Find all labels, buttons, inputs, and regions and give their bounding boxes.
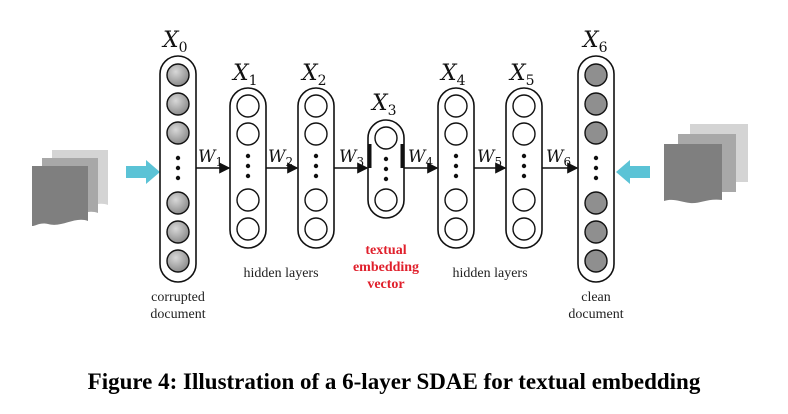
layer-x3 (367, 119, 405, 219)
label-x3: X3 (370, 91, 397, 119)
layer-x1 (229, 87, 267, 249)
label-w4: W4 (408, 147, 433, 169)
corrupted-label-line2: document (150, 307, 205, 322)
embedding-label-line3: vector (367, 277, 404, 292)
label-x2: X2 (300, 61, 327, 89)
layer-x2 (297, 87, 335, 249)
label-w5: W5 (477, 147, 502, 169)
layer-x4 (437, 87, 475, 249)
label-w3: W3 (339, 147, 364, 169)
label-x1: X1 (231, 61, 258, 89)
corrupted-document-icon (32, 150, 108, 226)
clean-label-line1: clean (581, 290, 611, 305)
figure-caption: Figure 4: Illustration of a 6-layer SDAE… (88, 369, 701, 394)
label-w2: W2 (268, 147, 293, 169)
layer-x5 (505, 87, 543, 249)
label-w1: W1 (198, 147, 223, 169)
embedding-label-line1: textual (365, 243, 406, 258)
label-x0: X0 (161, 28, 188, 56)
input-arrow-icon (126, 160, 160, 184)
clean-document-icon (664, 124, 748, 204)
hidden-layers-left-label: hidden layers (243, 266, 318, 281)
embedding-label-line2: embedding (353, 260, 419, 275)
label-x4: X4 (439, 61, 466, 89)
label-x5: X5 (508, 61, 535, 89)
clean-label-line2: document (568, 307, 623, 322)
corrupted-label-line1: corrupted (151, 290, 205, 305)
label-x6: X6 (581, 28, 608, 56)
layer-x0 (159, 55, 197, 283)
target-arrow-icon (616, 160, 650, 184)
hidden-layers-right-label: hidden layers (452, 266, 527, 281)
layer-x6 (577, 55, 615, 283)
label-w6: W6 (546, 147, 571, 169)
